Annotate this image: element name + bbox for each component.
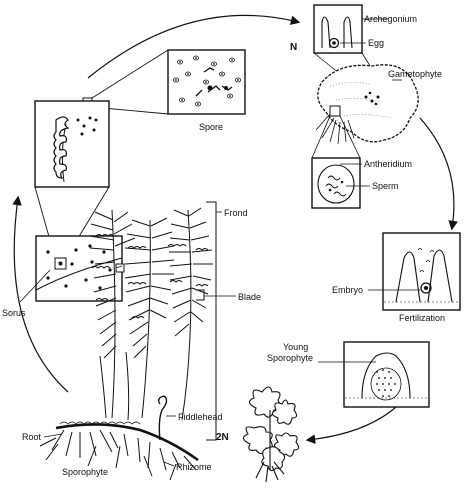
frond-bracket (206, 201, 217, 441)
archegonium-box (313, 4, 363, 54)
antheridium-label: Antheridium (364, 159, 412, 169)
rhizome-label: Rhizome (176, 462, 212, 472)
cycle-arrow-top (87, 14, 301, 79)
sorus-label: Sorus (2, 308, 26, 318)
cycle-arrow-left (12, 195, 69, 393)
young-sporophyte-label-line1: Young (283, 342, 308, 352)
sporophyte-label: Sporophyte (62, 467, 108, 477)
spore-box (167, 49, 246, 115)
embryo-label: Embryo (332, 285, 363, 295)
mature-fern-sporophyte (89, 207, 213, 441)
diploid-label: 2N (216, 432, 229, 443)
fiddlehead-label: Fiddlehead (178, 412, 223, 422)
sperm-label: Sperm (372, 181, 399, 191)
fertilization-box (382, 232, 461, 311)
egg-label: Egg (368, 38, 384, 48)
sporangium-box (34, 100, 110, 188)
egg-cell (328, 37, 340, 49)
spore-label: Spore (199, 122, 223, 132)
rhizome-and-roots (39, 421, 199, 481)
sorus-box (35, 235, 123, 302)
blade-label: Blade (238, 292, 261, 302)
root-label: Root (22, 432, 42, 442)
young-sporophyte-plant (242, 386, 300, 483)
frond-label: Frond (224, 208, 248, 218)
antheridium-box (311, 157, 361, 209)
young-sporophyte-box (343, 341, 430, 408)
archegonium-label: Archegonium (364, 14, 417, 24)
haploid-label: N (290, 42, 297, 53)
blade-bracket (196, 289, 205, 301)
cycle-arrow-right (419, 117, 458, 231)
embryo-cell (420, 282, 432, 294)
gametophyte-label: Gametophyte (388, 69, 442, 79)
young-sporophyte-label-line2: Sporophyte (267, 353, 313, 363)
fertilization-label: Fertilization (399, 313, 445, 323)
